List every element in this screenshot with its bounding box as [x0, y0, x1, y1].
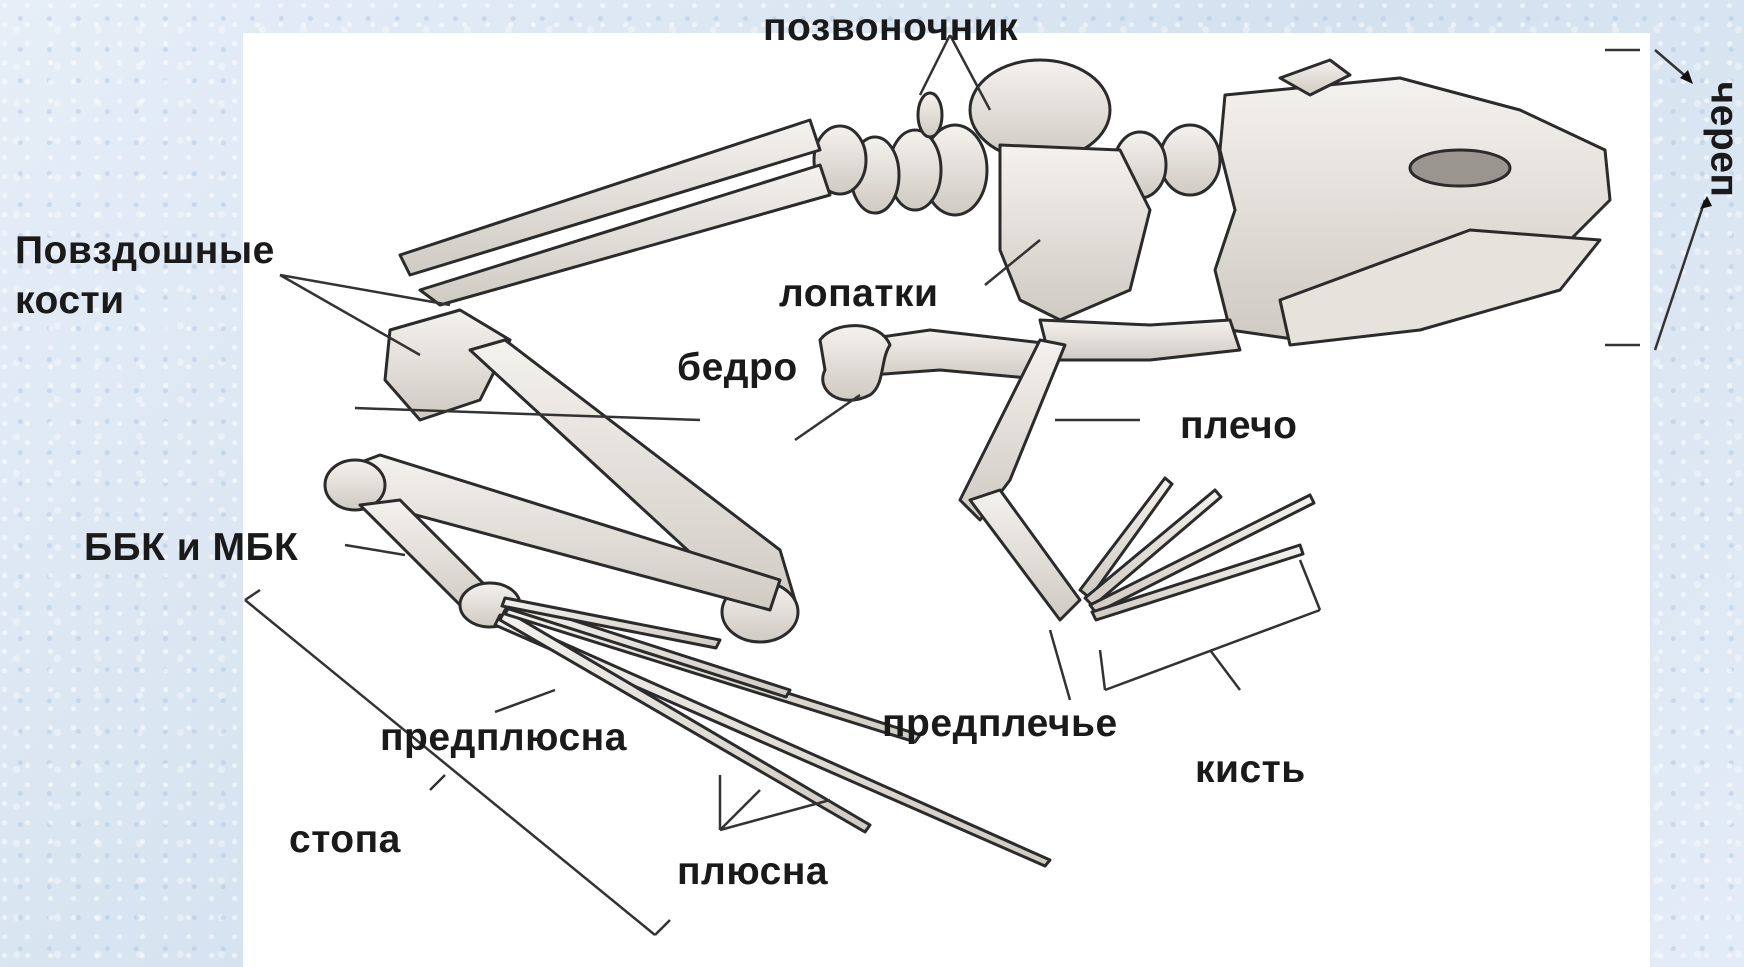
skull-arrows	[1655, 50, 1705, 350]
label-foot: стопа	[289, 820, 401, 859]
tarsus-leader	[495, 690, 555, 712]
label-tarsus: предплюсна	[380, 718, 627, 757]
skull-orbit	[1410, 150, 1510, 186]
label-spine: позвоночник	[763, 8, 1018, 47]
humerus-head	[820, 326, 890, 401]
label-shoulder: плечо	[1180, 406, 1298, 445]
label-tibia: ББК и МБК	[84, 528, 298, 567]
femur-bracket	[355, 408, 700, 420]
label-scapula: лопатки	[779, 274, 938, 313]
label-skull: череп	[1705, 82, 1744, 198]
label-forearm: предплечье	[882, 704, 1118, 743]
label-hand: кисть	[1195, 750, 1306, 789]
scapula-bone	[1000, 145, 1150, 320]
hand-digits	[1080, 478, 1314, 620]
label-ilium: Повздошные кости	[15, 226, 275, 326]
radioulna-bone	[970, 490, 1080, 620]
label-metatarsus: плюсна	[677, 852, 828, 891]
clavicle-bone	[1040, 320, 1240, 360]
label-femur: бедро	[677, 348, 798, 387]
femur-leader	[795, 395, 860, 440]
tibia-leader	[345, 545, 405, 555]
forearm-leader	[1050, 630, 1070, 700]
